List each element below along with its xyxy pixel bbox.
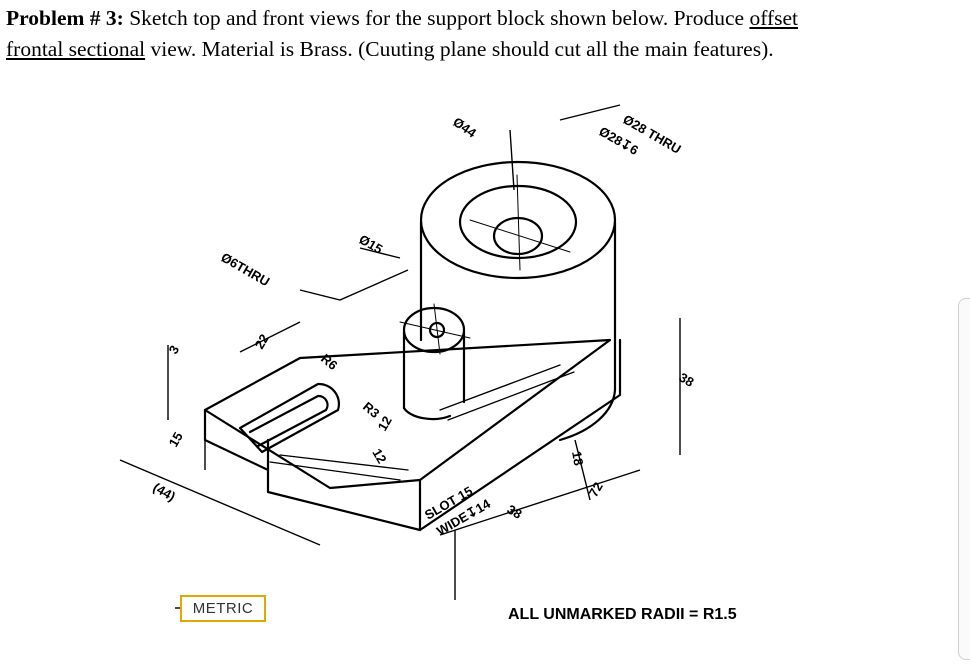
problem-statement: Problem # 3: Sketch top and front views … (6, 3, 956, 65)
problem-offset: offset (749, 6, 799, 30)
side-panel-tab[interactable] (958, 298, 970, 660)
problem-label: Problem # 3: (6, 6, 124, 30)
dim-15: 15 (166, 429, 186, 449)
dim-72: 72 (586, 479, 606, 499)
problem-frontal-sectional: frontal sectional (6, 37, 146, 61)
slot-outline (238, 382, 341, 454)
dim-18: 18 (569, 450, 586, 467)
base-plate-top (203, 338, 612, 490)
radii-note: ALL UNMARKED RADII = R1.5 (508, 606, 737, 623)
dim-d6-thru: Ø6THRU (219, 250, 273, 290)
dim-12b: 12 (369, 446, 389, 466)
dim-22: 22 (252, 331, 272, 351)
problem-text-a: Sketch top and front views for the suppo… (123, 6, 750, 30)
dim-12a: 12 (375, 413, 395, 433)
small-boss-body (402, 330, 466, 410)
large-cylinder-body (419, 220, 617, 442)
dim-38a: 38 (677, 370, 697, 390)
problem-text-b: view. Material is Brass. (Cuuting plane … (145, 37, 774, 61)
base-plate-front (266, 438, 422, 532)
dim-d44: Ø44 (450, 114, 479, 141)
metric-label: METRIC (180, 595, 266, 622)
large-cylinder-top (419, 160, 617, 280)
dim-r6: R6 (318, 351, 340, 373)
dim-38b: 38 (505, 502, 525, 522)
large-bore (458, 184, 578, 260)
base-plate-side (418, 338, 622, 532)
